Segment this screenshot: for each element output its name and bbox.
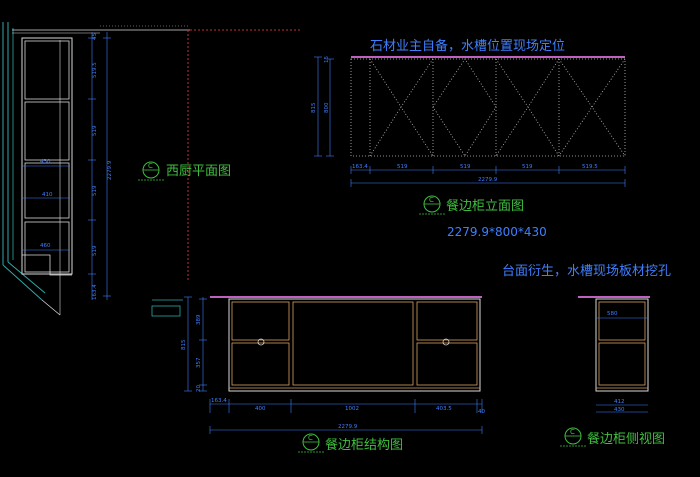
structure-dim-403: 403.5 xyxy=(436,406,452,412)
structure-dim-40: 40 xyxy=(478,409,485,415)
structure-dim-vticks xyxy=(184,296,207,392)
plan-title: 西厨平面图 xyxy=(166,164,231,179)
structure-dim-total: 2279.9 xyxy=(338,424,358,430)
structure-section-symbol: C xyxy=(298,433,324,453)
elevation-dim-vticks xyxy=(314,56,334,157)
svg-text:C: C xyxy=(308,434,313,442)
plan-wall-line xyxy=(7,261,46,294)
size-note: 2279.9*800*430 xyxy=(447,225,547,239)
side-section-symbol: C xyxy=(560,427,586,447)
elevation-door-pattern xyxy=(369,58,626,157)
structure-dim-163: 163.4 xyxy=(211,398,227,404)
svg-text:C: C xyxy=(148,162,153,170)
structure-handle xyxy=(442,338,450,346)
plan-dim-total: 2279.9 xyxy=(107,160,113,180)
elevation-dim-519-b: 519 xyxy=(460,164,471,170)
plan-dim-410: 410 xyxy=(42,192,53,198)
side-dim-412: 412 xyxy=(614,399,625,405)
structure-dim-389: 389 xyxy=(196,314,202,325)
plan-section-symbol: C xyxy=(138,161,164,181)
elevation-dim-163: 163.4 xyxy=(352,164,368,170)
structure-title: 餐边柜结构图 xyxy=(325,437,403,453)
elevation-dim-15: 15 xyxy=(324,56,330,63)
elevation-section-symbol: C xyxy=(419,195,445,215)
plan-dim-519-b: 519 xyxy=(92,185,98,196)
counter-note: 台面衍生，水槽现场板材挖孔 xyxy=(502,264,671,279)
svg-text:C: C xyxy=(429,196,434,204)
plan-dim-45: 45 xyxy=(92,33,98,40)
plan-cabinet-outline xyxy=(21,37,73,275)
side-dim-580: 580 xyxy=(607,311,618,317)
side-title: 餐边柜侧视图 xyxy=(587,431,665,447)
structure-dim-1002: 1002 xyxy=(345,406,359,412)
plan-cabinet-cell xyxy=(24,101,70,161)
side-dim-430: 430 xyxy=(614,407,625,413)
elevation-dim-519-5: 519.5 xyxy=(582,164,598,170)
plan-cabinet-cell xyxy=(24,221,70,273)
structure-dim-815: 815 xyxy=(181,339,187,350)
plan-dim-163: 163.4 xyxy=(92,284,98,300)
plan-dim-ticks xyxy=(88,37,111,297)
plan-wall-line xyxy=(2,264,43,301)
elevation-dim-519-a: 519 xyxy=(397,164,408,170)
elevation-dim-ticks xyxy=(350,166,626,187)
elevation-dim-519-c: 519 xyxy=(522,164,533,170)
plan-corner-line xyxy=(41,299,61,316)
structure-handle xyxy=(257,338,265,346)
structure-outline xyxy=(228,298,481,392)
elevation-outline xyxy=(350,58,626,157)
side-panels xyxy=(596,301,648,389)
kitchen-plan-view: 430 410 460 519.5 519 519 519 2279.9 163… xyxy=(2,22,300,316)
plan-cabinet-cell xyxy=(24,40,70,100)
plan-dim-519-5: 519.5 xyxy=(92,62,98,78)
structure-aux-box xyxy=(151,305,181,317)
structure-dim-357: 357 xyxy=(196,357,202,368)
elevation-title: 餐边柜立面图 xyxy=(446,198,524,214)
plan-corner-notch xyxy=(22,254,72,276)
elevation-dim-total: 2279.9 xyxy=(478,177,498,183)
sideboard-elevation-view: 石材业主自备，水槽位置现场定位 163.4 519 519 519 xyxy=(311,38,626,239)
plan-dim-519-a: 519 xyxy=(92,125,98,136)
stone-note: 石材业主自备，水槽位置现场定位 xyxy=(370,38,565,54)
plan-dim-519-c: 519 xyxy=(92,245,98,256)
sideboard-structure-view: 163.4 400 1002 403.5 40 2279.9 815 389 3… xyxy=(151,296,485,453)
elevation-dim-800: 800 xyxy=(324,102,330,113)
side-outline xyxy=(595,298,649,392)
plan-dim-460: 460 xyxy=(40,243,51,249)
structure-dim-20: 20 xyxy=(196,385,202,392)
elevation-dim-815: 815 xyxy=(311,102,317,113)
structure-dim-400: 400 xyxy=(255,406,266,412)
svg-text:C: C xyxy=(570,428,575,436)
structure-panels xyxy=(229,301,480,389)
plan-cabinet-cell xyxy=(24,162,70,219)
sideboard-side-view: 台面衍生，水槽现场板材挖孔 580 412 430 C 餐边柜侧视图 xyxy=(502,264,671,447)
structure-dim-ticks xyxy=(209,399,483,434)
plan-dim-430: 430 xyxy=(40,159,51,165)
